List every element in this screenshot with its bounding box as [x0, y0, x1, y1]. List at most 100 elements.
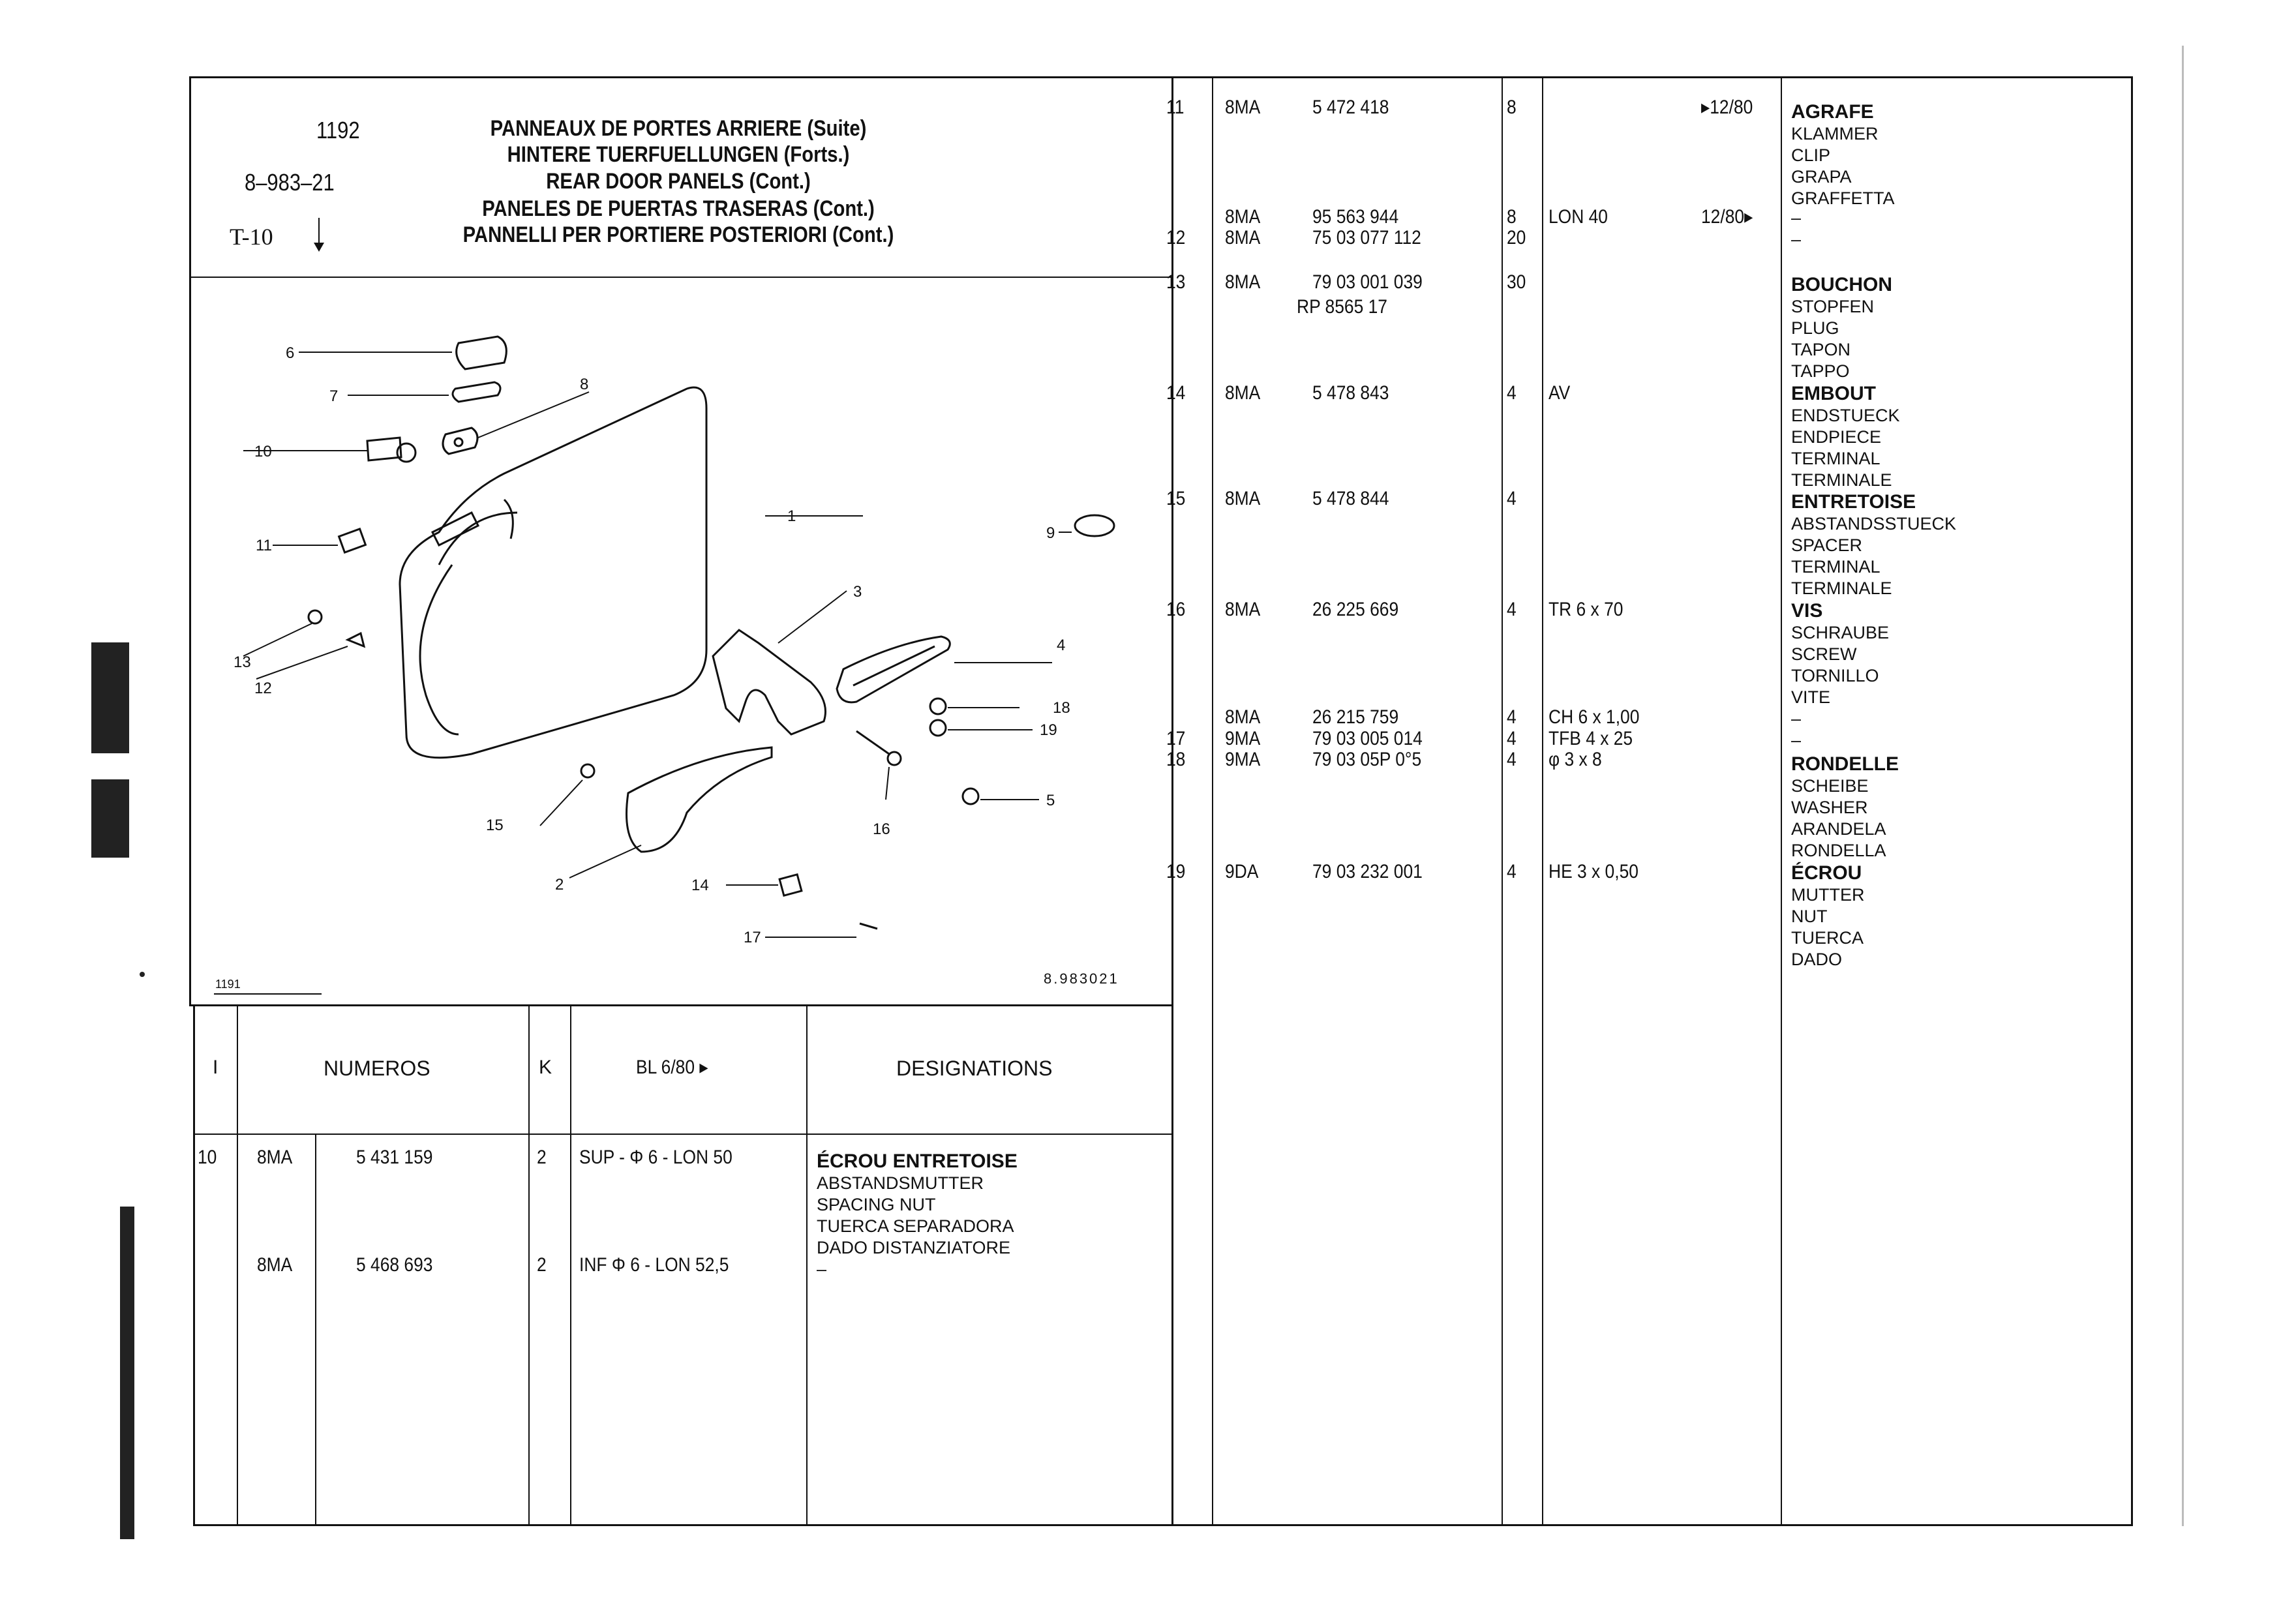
designation-line: –	[1791, 709, 1802, 728]
handle-part	[836, 635, 951, 704]
page-number: 1192	[316, 117, 360, 143]
callout-label: 3	[853, 583, 862, 601]
row-prefix: 8MA	[1225, 382, 1261, 404]
row-qty: 4	[1507, 861, 1517, 882]
row-number: 79 03 001 039	[1312, 271, 1423, 293]
row-remark: CH 6 x 1,00	[1548, 706, 1640, 728]
designation-line: ABSTANDSSTUECK	[1791, 514, 1957, 533]
row-prefix: 8MA	[257, 1147, 293, 1168]
col-header-numbers: NUMEROS	[324, 1057, 430, 1080]
title-es: PANELES DE PUERTAS TRASERAS (Cont.)	[482, 196, 875, 221]
callout-label: 11	[256, 537, 272, 554]
designation-block: ––	[1791, 207, 1801, 250]
designation-line: ENDSTUECK	[1791, 406, 1900, 425]
row-remark: φ 3 x 8	[1548, 749, 1602, 770]
row-index: 13	[1166, 271, 1186, 293]
title-fr: PANNEAUX DE PORTES ARRIERE (Suite)	[490, 116, 867, 141]
designation-line: DADO DISTANZIATORE	[817, 1238, 1011, 1257]
col-header-index: I	[213, 1057, 219, 1078]
designation-title: BOUCHON	[1791, 274, 1892, 295]
row-prefix: 8MA	[1225, 706, 1261, 728]
designation-line: TAPPO	[1791, 361, 1850, 381]
col-line	[1212, 76, 1213, 1526]
designation-line: CLIP	[1791, 145, 1831, 165]
row-qty: 4	[1507, 706, 1517, 728]
row-index: 17	[1166, 728, 1186, 749]
designation-line: TAPON	[1791, 340, 1851, 359]
row-number: 26 225 669	[1312, 599, 1399, 620]
row-number: 5 431 159	[356, 1147, 433, 1168]
col-line	[1502, 76, 1503, 1526]
col-line	[806, 1004, 808, 1526]
table-header-divider	[193, 1134, 1173, 1135]
row-index: 10	[198, 1147, 217, 1168]
designation-line: TERMINALE	[1791, 470, 1892, 490]
callout-label: 17	[744, 929, 761, 946]
figure-left-label: 1191	[215, 978, 241, 991]
row-date: 12/80▸	[1701, 206, 1753, 228]
callout-label: 8	[580, 376, 589, 393]
row-remark: AV	[1548, 382, 1571, 404]
designation-line: ENDPIECE	[1791, 427, 1882, 447]
row-qty: 2	[537, 1147, 547, 1168]
row-remark: LON 40	[1548, 206, 1608, 228]
col-header-qty: K	[539, 1057, 552, 1078]
designation-line: –	[1791, 730, 1802, 750]
designation-title: ÉCROU	[1791, 862, 1862, 884]
designation-line: SCREW	[1791, 644, 1857, 664]
row-qty: 30	[1507, 271, 1526, 293]
designation-line: ARANDELA	[1791, 819, 1886, 839]
callout-label: 2	[555, 876, 564, 894]
section-code: T-10	[230, 224, 273, 250]
designation-line: –	[1791, 230, 1802, 249]
frame-right	[2131, 76, 2133, 1526]
row-index: 16	[1166, 599, 1186, 620]
designation-title: AGRAFE	[1791, 101, 1874, 123]
designation-line: KLAMMER	[1791, 124, 1879, 143]
designation-title: ÉCROU ENTRETOISE	[817, 1150, 1018, 1172]
ref-code: 8–983–21	[245, 169, 335, 196]
designation-line: –	[817, 1259, 827, 1279]
designation-line: NUT	[1791, 907, 1828, 926]
row-prefix: 9DA	[1225, 861, 1259, 882]
armrest-part	[626, 746, 773, 853]
row-prefix: 9MA	[1225, 728, 1261, 749]
callout-label: 15	[486, 817, 504, 834]
col-line	[315, 1134, 316, 1526]
title-de: HINTERE TUERFUELLUNGEN (Forts.)	[507, 142, 850, 167]
designation-title: RONDELLE	[1791, 753, 1899, 775]
callout-label: 14	[691, 877, 709, 894]
designation-line: ABSTANDSMUTTER	[817, 1173, 984, 1193]
designation-title: VIS	[1791, 600, 1823, 622]
scan-mark	[140, 972, 145, 977]
designation-line: SCHRAUBE	[1791, 623, 1890, 642]
row-number: 79 03 05P 0°5	[1312, 749, 1422, 770]
frame-left-lower	[193, 1004, 195, 1526]
row-number: 5 468 693	[356, 1254, 433, 1276]
row-number: 75 03 077 112	[1312, 227, 1421, 248]
col-header-remark: BL 6/80 ▸	[636, 1057, 708, 1078]
row-prefix: 8MA	[1225, 227, 1261, 248]
designation-line: STOPFEN	[1791, 297, 1875, 316]
row-prefix: 8MA	[1225, 206, 1261, 228]
designation-title: EMBOUT	[1791, 383, 1876, 404]
scan-mark	[91, 642, 129, 753]
designation-title: ENTRETOISE	[1791, 491, 1916, 513]
row-index: 15	[1166, 488, 1186, 509]
col-line	[1781, 76, 1782, 1526]
exploded-parts-diagram	[214, 335, 1115, 995]
row-qty: 4	[1507, 749, 1517, 770]
row-prefix: 8MA	[1225, 488, 1261, 509]
header-divider	[189, 277, 1173, 278]
row-prefix: 8MA	[1225, 97, 1261, 118]
row-number: 79 03 232 001	[1312, 861, 1423, 882]
row-qty: 4	[1507, 488, 1517, 509]
designation-line: RONDELLA	[1791, 841, 1886, 860]
designation-line: GRAFFETTA	[1791, 188, 1895, 208]
col-line	[1542, 76, 1543, 1526]
scan-mark	[120, 1207, 134, 1539]
designation-block: ÉCROU ENTRETOISE ABSTANDSMUTTER SPACING …	[817, 1150, 1018, 1280]
frame-left-upper	[189, 76, 191, 1004]
